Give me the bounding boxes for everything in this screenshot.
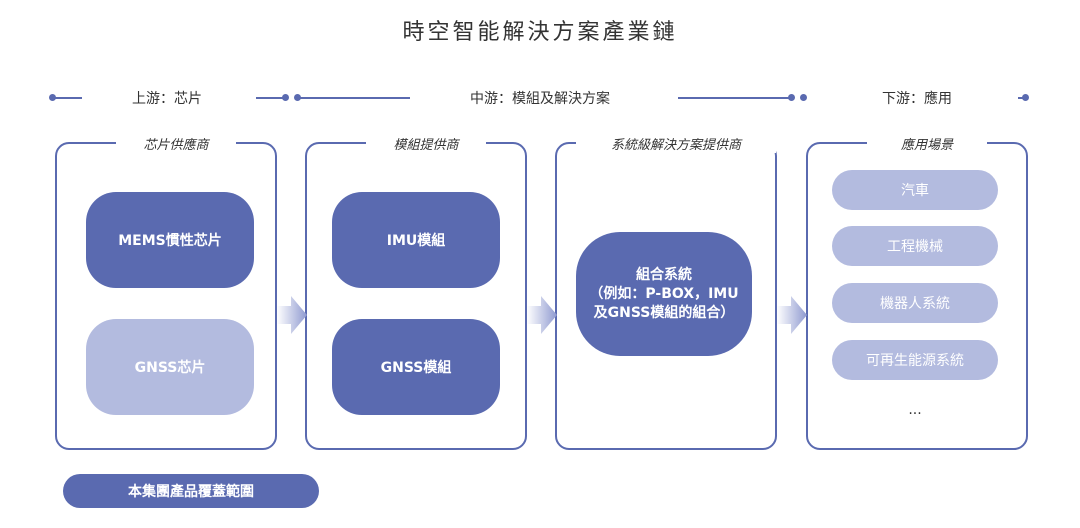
- flow-arrow-icon: [277, 296, 307, 334]
- combo-line-2: （例如：P-BOX，IMU: [589, 285, 739, 302]
- app-ellipsis: ...: [908, 402, 922, 418]
- stage-label-downstream: 下游：應用: [882, 91, 952, 107]
- panel-title-chip-suppliers: 芯片供應商: [116, 134, 236, 153]
- panel-title-module-suppliers: 模組提供商: [366, 134, 486, 153]
- flow-arrow-icon: [527, 296, 557, 334]
- node-gnss-module: GNSS模組: [332, 319, 500, 415]
- flow-arrow-icon: [777, 296, 807, 334]
- stage-label-midstream: 中游：模組及解決方案: [470, 91, 610, 107]
- app-pill-construction-machinery: 工程機械: [832, 226, 998, 266]
- app-pill-robotic-systems: 機器人系統: [832, 283, 998, 323]
- stage-line-midstream-right: [678, 97, 791, 99]
- stage-line-upstream-left: [52, 97, 82, 99]
- app-pill-automotive: 汽車: [832, 170, 998, 210]
- panel-title-system-solution-suppliers: 系統級解決方案提供商: [576, 134, 776, 153]
- stage-line-midstream-end-dot: [788, 94, 795, 101]
- node-gnss-chip: GNSS芯片: [86, 319, 254, 415]
- combo-line-1: 組合系統: [636, 266, 692, 283]
- node-imu-module: IMU模組: [332, 192, 500, 288]
- stage-line-upstream-right: [256, 97, 286, 99]
- stage-label-upstream: 上游：芯片: [132, 91, 202, 107]
- stage-line-end-dot: [1022, 94, 1029, 101]
- node-combination-system: 組合系統 （例如：P-BOX，IMU 及GNSS模組的組合）: [576, 232, 752, 356]
- diagram-title: 時空智能解決方案產業鏈: [402, 20, 678, 45]
- legend-group-product-coverage: 本集團產品覆蓋範圍: [63, 474, 319, 508]
- node-mems-chip: MEMS慣性芯片: [86, 192, 254, 288]
- stage-line-upstream-end-dot: [282, 94, 289, 101]
- app-pill-renewable-energy: 可再生能源系統: [832, 340, 998, 380]
- panel-title-application-scenarios: 應用場景: [867, 134, 987, 153]
- stage-line-midstream-left: [297, 97, 410, 99]
- stage-line-downstream-start-dot: [800, 94, 807, 101]
- combo-line-3: 及GNSS模組的組合）: [593, 304, 735, 321]
